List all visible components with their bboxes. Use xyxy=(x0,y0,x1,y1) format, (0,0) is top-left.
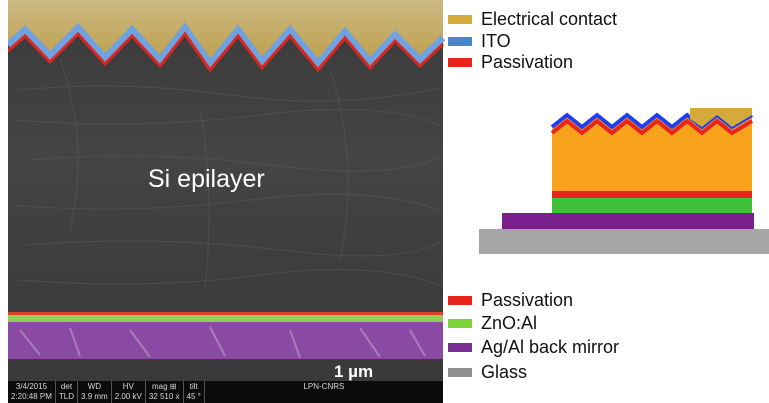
scale-bar-label: 1 µm xyxy=(334,362,374,381)
legend-item-glass: Glass xyxy=(448,362,527,383)
si-texture xyxy=(11,59,441,291)
schematic-zno xyxy=(552,198,752,213)
legend-label: Electrical contact xyxy=(481,9,618,29)
ito-overlay xyxy=(5,22,445,70)
legend-item-passivation-bottom: Passivation xyxy=(448,290,573,311)
legend-swatch xyxy=(448,296,472,305)
bottom-passivation-overlay xyxy=(8,312,443,315)
legend-swatch xyxy=(448,319,472,328)
databar-value: 45 ° xyxy=(186,392,201,401)
legend-item-zno: ZnO:Al xyxy=(448,313,537,334)
databar-value: 2:20:48 PM xyxy=(11,392,52,401)
legend-item-ito: ITO xyxy=(448,31,511,52)
schematic-top-passivation xyxy=(550,118,754,136)
databar-value: 32 510 x xyxy=(148,392,180,401)
legend-item-passivation-top: Passivation xyxy=(448,52,573,73)
schematic-glass xyxy=(479,229,769,254)
databar-mag-cell: mag ⊞32 510 x xyxy=(146,381,184,403)
mirror-overlay xyxy=(8,322,443,359)
schematic-back-mirror xyxy=(502,213,754,229)
cell-schematic xyxy=(479,108,769,254)
sem-left-edge xyxy=(0,0,8,403)
legend-item-back-mirror: Ag/Al back mirror xyxy=(448,337,619,358)
sem-micrograph xyxy=(0,0,445,403)
legend-label: Glass xyxy=(481,362,528,382)
schematic-bottom-passivation xyxy=(552,191,752,198)
legend-swatch xyxy=(448,343,472,352)
databar-value: 3/4/2015 xyxy=(15,382,48,391)
legend-label: Passivation xyxy=(481,52,574,72)
databar-value: mag ⊞ xyxy=(151,382,177,391)
databar-value: 2.00 kV xyxy=(114,392,142,401)
legend-swatch xyxy=(448,58,472,67)
databar-value: WD xyxy=(87,382,102,391)
legend-label: Ag/Al back mirror xyxy=(481,337,620,357)
legend-label: ZnO:Al xyxy=(481,313,538,333)
databar-value: TLD xyxy=(58,392,75,401)
top-contact-overlay xyxy=(8,0,443,64)
legend-item-electrical-contact: Electrical contact xyxy=(448,9,617,30)
databar-value: LPN-CNRS xyxy=(303,382,345,391)
databar-value: tilt xyxy=(189,382,198,391)
si-epilayer-label: Si epilayer xyxy=(148,165,265,193)
top-passivation-overlay xyxy=(7,31,445,73)
zno-overlay xyxy=(8,315,443,322)
databar-value: 3.9 mm xyxy=(81,392,108,401)
legend-swatch xyxy=(448,15,472,24)
schematic-electrical-contact xyxy=(690,108,752,127)
legend-swatch xyxy=(448,37,472,46)
glass-region xyxy=(8,359,443,381)
databar-value: HV xyxy=(122,382,134,391)
legend-label: ITO xyxy=(481,31,511,51)
legend-label: Passivation xyxy=(481,290,574,310)
legend-swatch xyxy=(448,368,472,377)
databar-value: det xyxy=(60,382,73,391)
databar-lab-cell: LPN-CNRS xyxy=(205,381,443,403)
mirror-texture xyxy=(19,326,426,359)
